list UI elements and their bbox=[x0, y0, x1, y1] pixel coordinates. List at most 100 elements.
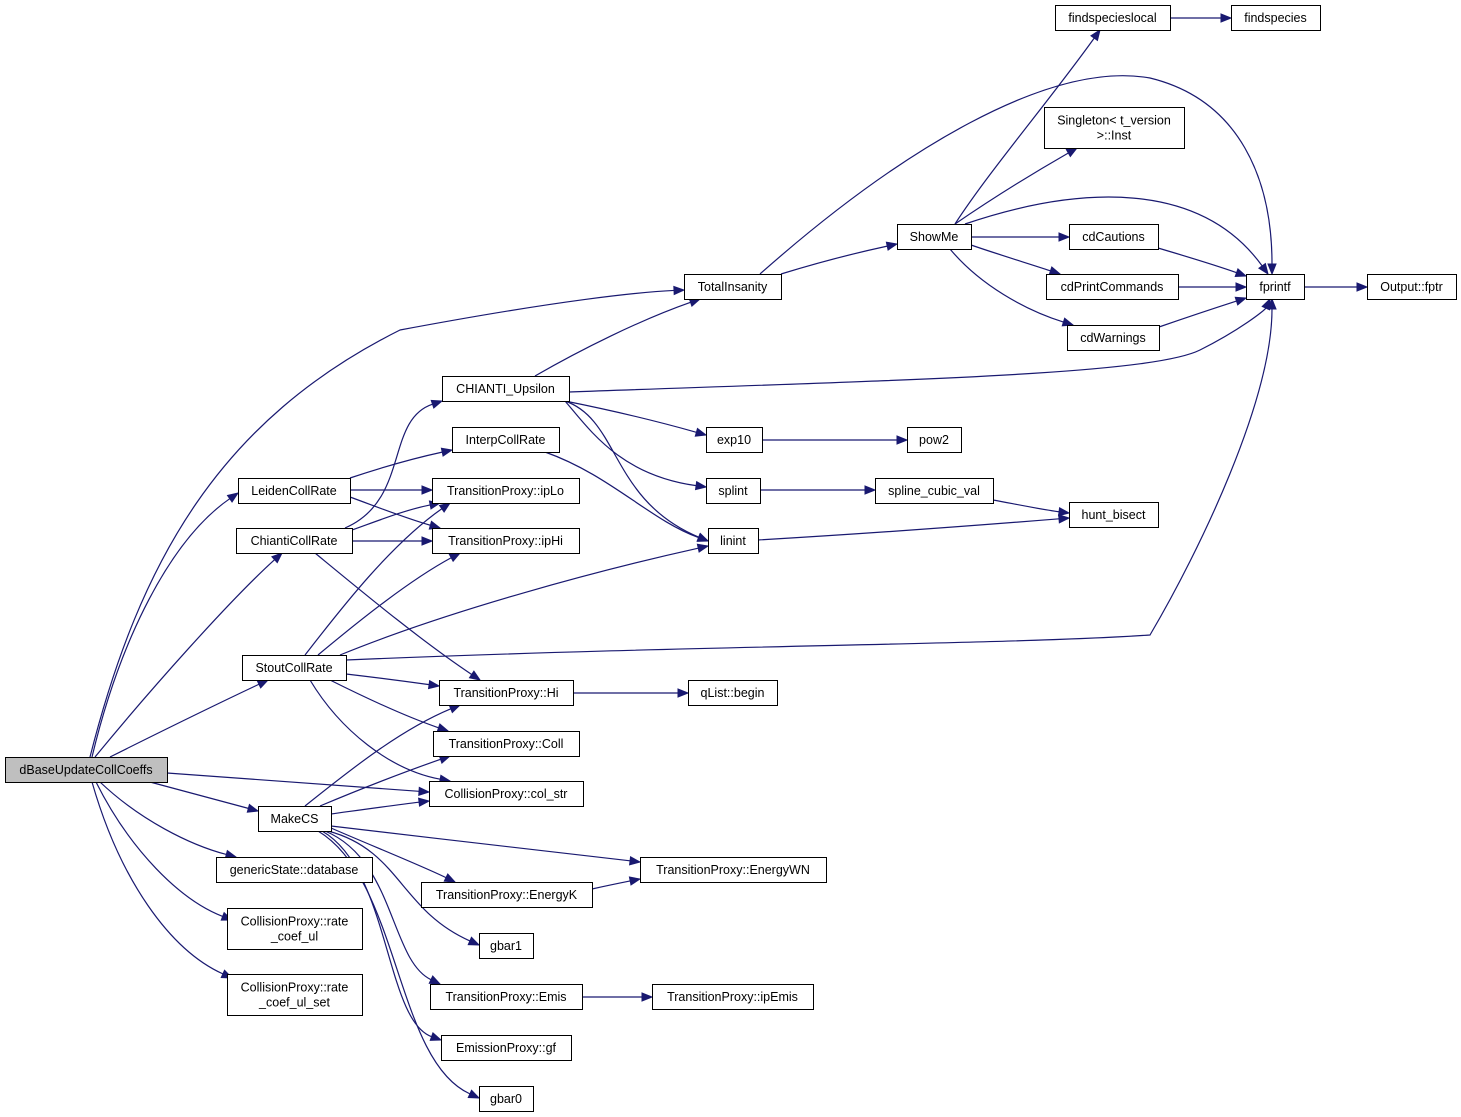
edge-line bbox=[99, 781, 227, 856]
node-fprintf[interactable]: fprintf bbox=[1246, 274, 1305, 300]
edge-line bbox=[94, 559, 275, 758]
edge-stoutcollrate-to-linint bbox=[339, 543, 710, 656]
edge-line bbox=[91, 498, 231, 758]
node-label: TransitionProxy::EnergyK bbox=[436, 888, 578, 902]
node-cdcautions[interactable]: cdCautions bbox=[1069, 224, 1159, 250]
node-makecs[interactable]: MakeCS bbox=[258, 806, 332, 832]
node-dbaseupdatecollcoeffs[interactable]: dBaseUpdateCollCoeffs bbox=[5, 757, 168, 783]
node-label: TransitionProxy::ipLo bbox=[447, 484, 564, 498]
node-transitionproxy-iplo[interactable]: TransitionProxy::ipLo bbox=[432, 478, 580, 504]
node-emissionproxy-gf[interactable]: EmissionProxy::gf bbox=[441, 1035, 572, 1061]
edge-dbaseupdatecollcoeffs-to-chianticollrate bbox=[94, 552, 283, 758]
edge-line bbox=[544, 451, 699, 539]
arrowhead-icon bbox=[1065, 147, 1079, 158]
node-label: cdCautions bbox=[1082, 230, 1145, 244]
node-label: CHIANTI_Upsilon bbox=[456, 382, 555, 396]
node-spline-cubic-val[interactable]: spline_cubic_val bbox=[875, 478, 994, 504]
node-collisionproxy-rate-coef-ul-set[interactable]: CollisionProxy::rate_coef_ul_set bbox=[227, 974, 363, 1016]
node-qlist-begin[interactable]: qList::begin bbox=[688, 680, 778, 706]
node-box bbox=[1069, 224, 1159, 250]
node-transitionproxy-ipemis[interactable]: TransitionProxy::ipEmis bbox=[652, 984, 814, 1010]
node-findspecieslocal[interactable]: findspecieslocal bbox=[1055, 5, 1171, 31]
edge-line bbox=[780, 245, 888, 275]
node-transitionproxy-energywn[interactable]: TransitionProxy::EnergyWN bbox=[640, 857, 827, 883]
node-label: cdPrintCommands bbox=[1061, 280, 1164, 294]
node-findspecies[interactable]: findspecies bbox=[1231, 5, 1321, 31]
node-box bbox=[442, 376, 570, 402]
edge-makecs-to-gbar0 bbox=[317, 830, 481, 1099]
node-singleton-t-version-inst[interactable]: Singleton< t_version>::Inst bbox=[1044, 107, 1185, 149]
edge-line bbox=[970, 244, 1051, 272]
edge-line bbox=[314, 552, 473, 675]
node-label: ShowMe bbox=[910, 230, 959, 244]
arrowhead-icon bbox=[1356, 282, 1369, 292]
edge-line bbox=[345, 673, 430, 686]
node-showme[interactable]: ShowMe bbox=[897, 224, 972, 250]
edge-line bbox=[317, 557, 452, 656]
node-box bbox=[5, 757, 168, 783]
edge-line bbox=[329, 679, 439, 729]
arrowhead-icon bbox=[628, 876, 642, 886]
node-label: MakeCS bbox=[271, 812, 319, 826]
node-exp10[interactable]: exp10 bbox=[706, 427, 763, 453]
node-genericstate-database[interactable]: genericState::database bbox=[216, 857, 373, 883]
node-cdwarnings[interactable]: cdWarnings bbox=[1067, 325, 1160, 351]
node-pow2[interactable]: pow2 bbox=[907, 427, 962, 453]
arrowhead-icon bbox=[629, 856, 642, 866]
arrowhead-icon bbox=[1258, 262, 1269, 276]
node-transitionproxy-emis[interactable]: TransitionProxy::Emis bbox=[430, 984, 583, 1010]
node-box bbox=[216, 857, 373, 883]
node-box bbox=[236, 528, 353, 554]
node-label: splint bbox=[718, 484, 748, 498]
edge-line bbox=[1157, 247, 1237, 274]
node-hunt-bisect[interactable]: hunt_bisect bbox=[1069, 502, 1159, 528]
edge-line bbox=[757, 518, 1060, 541]
node-transitionproxy-iphi[interactable]: TransitionProxy::ipHi bbox=[432, 528, 580, 554]
node-leidencollrate[interactable]: LeidenCollRate bbox=[238, 478, 351, 504]
node-box bbox=[1055, 5, 1171, 31]
node-box bbox=[433, 731, 580, 757]
edge-line bbox=[319, 758, 441, 807]
edge-leidencollrate-to-interpcollrate bbox=[349, 447, 454, 479]
node-stoutcollrate[interactable]: StoutCollRate bbox=[242, 655, 347, 681]
node-output-fptr[interactable]: Output::fptr bbox=[1367, 274, 1457, 300]
node-gbar0[interactable]: gbar0 bbox=[479, 1086, 534, 1112]
edge-dbaseupdatecollcoeffs-to-genericstate-database bbox=[99, 781, 238, 859]
node-label: findspecieslocal bbox=[1068, 11, 1156, 25]
arrowhead-icon bbox=[271, 552, 283, 564]
edge-cdcautions-to-fprintf bbox=[1157, 247, 1248, 277]
node-box bbox=[652, 984, 814, 1010]
node-box bbox=[227, 974, 363, 1016]
edge-showme-to-singleton-t-version-inst bbox=[954, 147, 1079, 225]
node-interpcollrate[interactable]: InterpCollRate bbox=[452, 427, 560, 453]
node-box bbox=[1069, 502, 1159, 528]
node-box bbox=[706, 427, 763, 453]
node-transitionproxy-energyk[interactable]: TransitionProxy::EnergyK bbox=[421, 882, 593, 908]
arrowhead-icon bbox=[421, 536, 434, 546]
arrowhead-icon bbox=[430, 399, 444, 409]
node-label: gbar0 bbox=[490, 1092, 522, 1106]
arrowhead-icon bbox=[436, 723, 450, 733]
node-cdprintcommands[interactable]: cdPrintCommands bbox=[1046, 274, 1179, 300]
node-label: TransitionProxy::ipEmis bbox=[667, 990, 798, 1004]
arrowhead-icon bbox=[694, 427, 708, 437]
edge-makecs-to-transitionproxy-emis bbox=[324, 830, 442, 985]
arrowhead-icon bbox=[1090, 28, 1101, 42]
node-gbar1[interactable]: gbar1 bbox=[479, 933, 534, 959]
node-splint[interactable]: splint bbox=[706, 478, 761, 504]
node-box bbox=[684, 274, 782, 300]
node-collisionproxy-col-str[interactable]: CollisionProxy::col_str bbox=[429, 781, 584, 807]
arrowhead-icon bbox=[448, 552, 462, 563]
edge-line bbox=[339, 547, 699, 656]
node-collisionproxy-rate-coef-ul[interactable]: CollisionProxy::rate_coef_ul bbox=[227, 908, 363, 950]
edge-line bbox=[89, 289, 675, 758]
edge-stoutcollrate-to-collisionproxy-col-str bbox=[309, 679, 452, 784]
node-chianti-upsilon[interactable]: CHIANTI_Upsilon bbox=[442, 376, 570, 402]
node-transitionproxy-coll[interactable]: TransitionProxy::Coll bbox=[433, 731, 580, 757]
node-linint[interactable]: linint bbox=[708, 528, 759, 554]
node-totalinsanity[interactable]: TotalInsanity bbox=[684, 274, 782, 300]
arrowhead-icon bbox=[1058, 514, 1071, 524]
node-chianticollrate[interactable]: ChiantiCollRate bbox=[236, 528, 353, 554]
node-transitionproxy-hi[interactable]: TransitionProxy::Hi bbox=[439, 680, 574, 706]
